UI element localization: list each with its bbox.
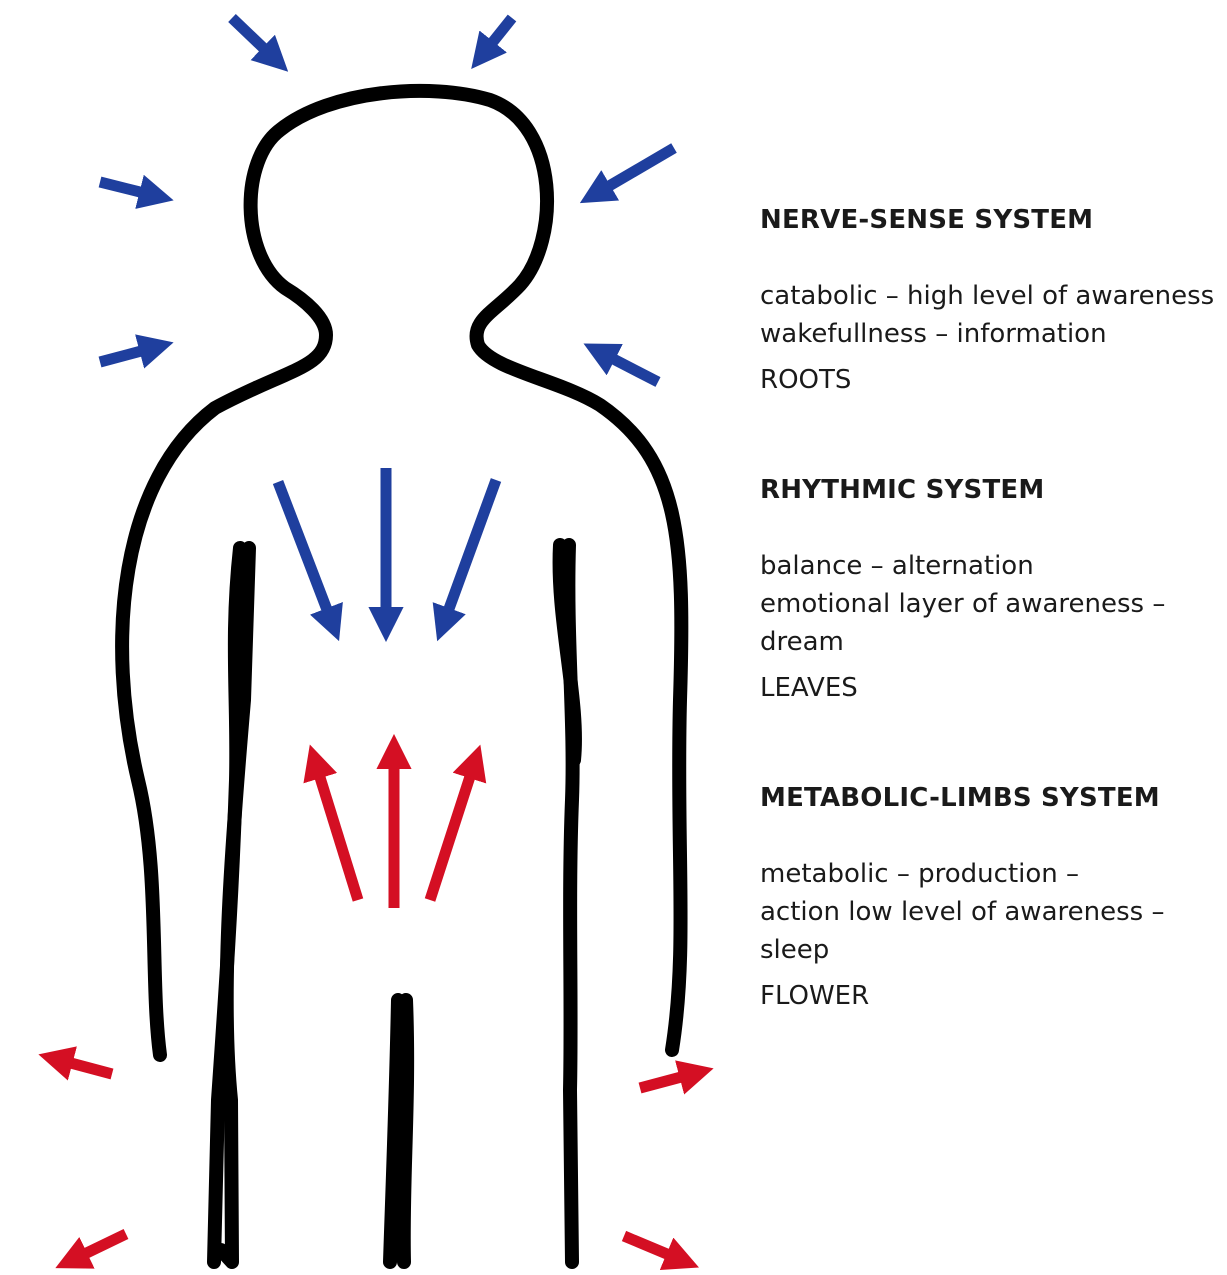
- arrow-inward-top-right: [480, 18, 512, 58]
- section-tag: ROOTS: [760, 361, 1220, 399]
- section-line: catabolic – high level of awareness: [760, 277, 1220, 315]
- section-tag: LEAVES: [760, 669, 1220, 707]
- section-line: wakefullness – information: [760, 315, 1220, 353]
- arrow-inward-right-upper: [592, 148, 674, 196]
- section-line: balance – alternation: [760, 547, 1220, 585]
- inward-arrows: [100, 18, 674, 628]
- body-outline: [122, 91, 681, 1262]
- section-title: METABOLIC-LIMBS SYSTEM: [760, 783, 1220, 813]
- section-line: metabolic – production –: [760, 855, 1220, 893]
- arrow-inward-left-lower: [100, 346, 160, 362]
- human-body-diagram: [0, 0, 740, 1275]
- section-line: sleep: [760, 931, 1220, 969]
- section-tag: FLOWER: [760, 977, 1220, 1015]
- arrow-inward-right-lower: [596, 350, 658, 382]
- arrow-outward-abdomen-left: [314, 758, 358, 900]
- arrow-outward-right-foot: [624, 1236, 686, 1262]
- section-line: emotional layer of awareness –: [760, 585, 1220, 623]
- arrow-inward-chest-left: [278, 482, 334, 628]
- arrow-inward-left-upper: [100, 182, 160, 197]
- metabolic-limbs-section: METABOLIC-LIMBS SYSTEM metabolic – produ…: [760, 783, 1220, 1015]
- section-title: RHYTHMIC SYSTEM: [760, 475, 1220, 505]
- arrow-inward-chest-right: [442, 480, 496, 628]
- rhythmic-section: RHYTHMIC SYSTEM balance – alternation em…: [760, 475, 1220, 707]
- section-line: dream: [760, 623, 1220, 661]
- section-title: NERVE-SENSE SYSTEM: [760, 205, 1220, 235]
- nerve-sense-section: NERVE-SENSE SYSTEM catabolic – high leve…: [760, 205, 1220, 399]
- legs-divider: [390, 1000, 407, 1262]
- arrow-outward-abdomen-right: [430, 758, 476, 900]
- arrow-outward-left-hand: [52, 1058, 112, 1074]
- arrow-outward-left-foot: [68, 1234, 126, 1262]
- arrow-inward-top-left: [232, 18, 278, 62]
- arrow-outward-right-hand: [640, 1072, 700, 1088]
- section-line: action low level of awareness –: [760, 893, 1220, 931]
